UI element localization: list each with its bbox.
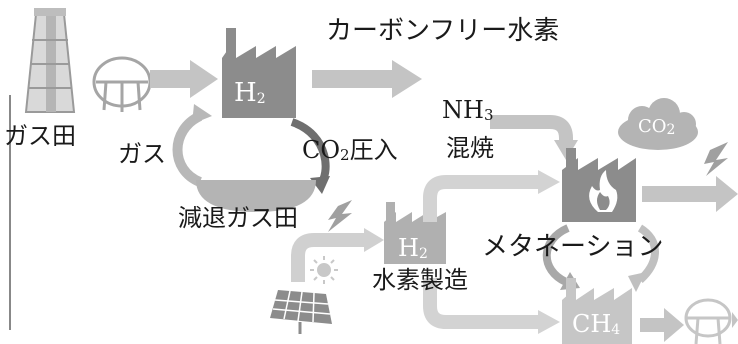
- gas-label: ガス: [118, 140, 166, 168]
- lightning-bolt-icon: [704, 142, 728, 176]
- depleted-gas-field-bowl: [196, 180, 316, 212]
- co2-injection-label: CO2圧入: [302, 138, 398, 163]
- arrow-gas-return: [172, 111, 203, 187]
- co2-cloud-label-main: CO: [638, 116, 667, 137]
- solar-panel-icon: [270, 290, 332, 334]
- co2-injection-main: CO: [302, 136, 341, 164]
- ch4-factory-label-sub: 4: [611, 322, 621, 338]
- co2-cloud-label: CO2: [638, 116, 676, 138]
- h2-factory-label: H2: [234, 80, 266, 106]
- hydrogen-production-label: 水素製造: [372, 266, 468, 294]
- co2-injection-tail: 圧入: [349, 136, 398, 164]
- h2-production-label-main: H: [398, 234, 419, 262]
- arrow-methanation-right: [637, 224, 659, 283]
- arrow-hydrogen-to-plant: [423, 170, 560, 222]
- arrow-ch4-to-tank: [640, 308, 684, 342]
- cofiring-label: 混焼: [446, 134, 494, 162]
- arrow-gas-return-head: [192, 104, 212, 124]
- arrow-nh3: [490, 115, 578, 160]
- gas-tank-icon: [92, 56, 152, 112]
- h2-production-label-sub: 2: [418, 246, 428, 262]
- drilling-tower-icon: [24, 8, 76, 113]
- arrow-power-output: [642, 176, 738, 212]
- co2-cloud-icon: [618, 98, 698, 150]
- arrow-hydrogen-to-ch4: [423, 278, 560, 334]
- gas-tank-2-icon: [684, 298, 732, 344]
- arrow-methanation-right-head: [628, 272, 646, 292]
- arrow-solar-to-hydrogen: [291, 228, 384, 282]
- methanation-label: メタネーション: [482, 232, 664, 262]
- methane-factory-icon: [562, 278, 632, 344]
- co2-injection-sub: 2: [340, 146, 350, 164]
- nh3-sub: 3: [483, 106, 494, 124]
- h2-factory-label-sub: 2: [256, 91, 266, 107]
- ch4-factory-label-main: CH: [572, 310, 612, 338]
- nh3-main: NH: [442, 96, 484, 124]
- h2-factory-label-main: H: [234, 78, 257, 108]
- arrow-gas-to-factory: [150, 60, 218, 98]
- ch4-factory-label: CH4: [572, 312, 620, 337]
- hydrogen-factory-icon: [222, 28, 296, 118]
- depleted-gas-field-label: 減退ガス田: [178, 204, 298, 232]
- carbon-free-hydrogen-label: カーボンフリー水素: [326, 16, 560, 46]
- lightning-bolt-2-icon: [328, 200, 352, 232]
- power-plant-icon: [562, 148, 636, 222]
- arrow-tank-out: [732, 312, 738, 328]
- gas-field-label: ガス田: [4, 122, 76, 150]
- hydrogen-production-factory-icon: [384, 202, 446, 264]
- arrow-carbon-free-hydrogen: [312, 60, 422, 98]
- co2-cloud-label-sub: 2: [666, 122, 676, 138]
- h2-production-label: H2: [398, 236, 428, 261]
- arrow-methanation-left: [542, 224, 570, 286]
- nh3-label: NH3: [442, 98, 493, 123]
- sun-icon: [310, 256, 338, 284]
